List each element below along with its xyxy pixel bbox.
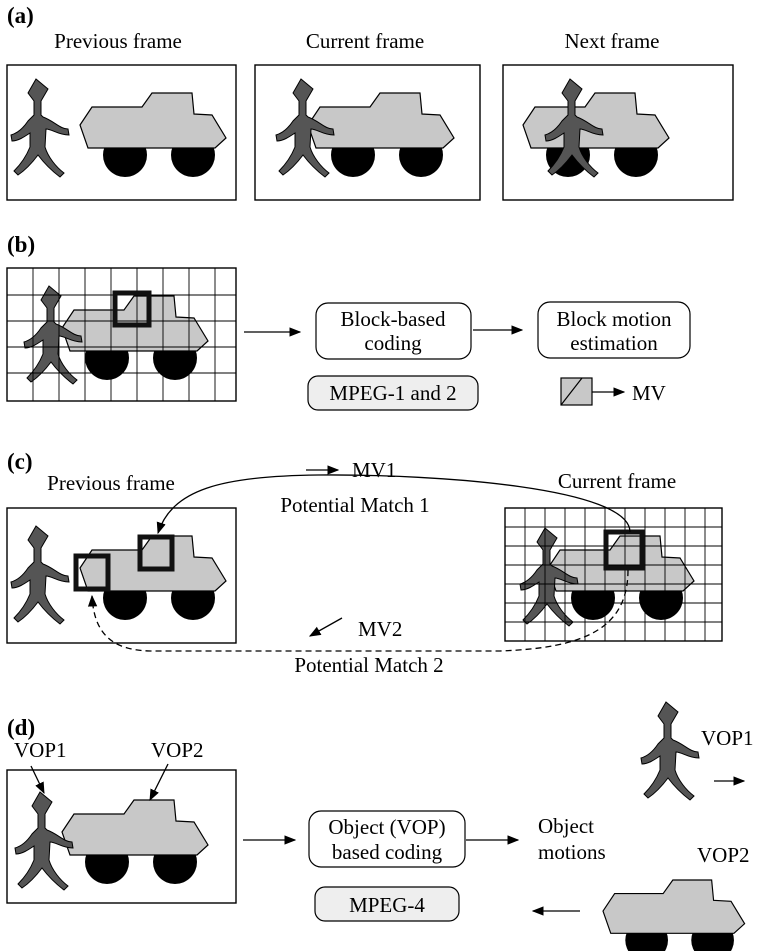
svg-text:based coding: based coding (332, 840, 443, 864)
match-2-label: Potential Match 2 (294, 653, 443, 677)
svg-text:MPEG-1 and 2: MPEG-1 and 2 (329, 381, 456, 405)
section-d: (d) VOP1 VOP2 Object (VOP) based coding … (6, 701, 754, 951)
mv-legend: MV (560, 377, 666, 406)
match-1-label: Potential Match 1 (280, 493, 429, 517)
mv-label: MV (632, 381, 666, 405)
mv2-label: MV2 (358, 617, 402, 641)
frame-current (254, 64, 481, 201)
object-motions-label-2: motions (538, 840, 606, 864)
match-1-curve (156, 474, 631, 535)
vop2-pointer (149, 763, 169, 802)
block-grid (7, 268, 236, 401)
svg-text:MPEG-4: MPEG-4 (349, 893, 425, 917)
vop1-right-label: VOP1 (701, 726, 754, 750)
section-b: (b) Block-based (6, 232, 691, 411)
frame-previous (6, 64, 237, 201)
mpeg-4-badge: MPEG-4 (314, 886, 460, 922)
vop1-label: VOP1 (14, 738, 67, 762)
vop2-car (602, 879, 746, 951)
vop-frame (6, 769, 237, 904)
section-b-label: (b) (7, 232, 35, 257)
frame-title-next: Next frame (564, 29, 659, 53)
vop1-person (640, 701, 700, 801)
vop2-label: VOP2 (151, 738, 204, 762)
section-a-label: (a) (7, 3, 34, 28)
object-motions-label-1: Object (538, 814, 594, 838)
frame-title-previous: Previous frame (54, 29, 182, 53)
block-motion-estimation-box: Block motion estimation (537, 301, 691, 359)
current-block (603, 529, 645, 571)
svg-text:Block motion: Block motion (557, 307, 672, 331)
selected-block (112, 290, 152, 328)
svg-text:Object (VOP): Object (VOP) (328, 815, 445, 839)
object-vop-coding-box: Object (VOP) based coding (308, 810, 466, 868)
svg-text:estimation: estimation (570, 331, 658, 355)
match-block-2 (73, 553, 111, 592)
mpeg-1-2-badge: MPEG-1 and 2 (307, 375, 479, 411)
vop1-pointer (30, 765, 45, 795)
section-c: (c) Previous frame Current frame (6, 449, 723, 677)
frame-title-current: Current frame (306, 29, 424, 53)
current-frame (504, 507, 723, 642)
svg-text:coding: coding (364, 331, 422, 355)
vop2-right-label: VOP2 (697, 843, 750, 867)
current-frame-title: Current frame (558, 469, 676, 493)
section-d-label: (d) (7, 715, 35, 740)
block-based-coding-box: Block-based coding (315, 302, 472, 360)
previous-frame (6, 507, 237, 644)
match-block-1 (137, 534, 175, 572)
mv1-label: MV1 (352, 458, 396, 482)
section-c-label: (c) (7, 449, 33, 474)
section-a: (a) Previous frame Current frame Next fr… (6, 3, 734, 201)
previous-frame-title: Previous frame (47, 471, 175, 495)
mv2-arrow (308, 617, 343, 637)
block-grid-frame (6, 267, 237, 402)
match-2-curve (87, 569, 629, 652)
svg-text:Block-based: Block-based (341, 307, 446, 331)
frame-next (502, 64, 734, 201)
